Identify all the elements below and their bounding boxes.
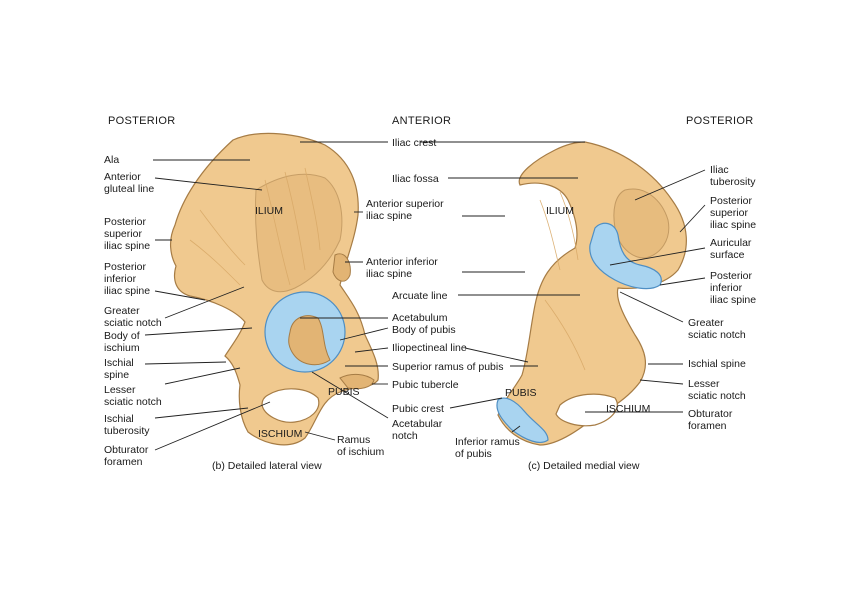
leader-lines xyxy=(144,141,706,451)
label-superior-ramus-of-pubis: Superior ramus of pubis xyxy=(392,361,504,373)
anterior-header: ANTERIOR xyxy=(392,115,452,127)
auricular-surface-cartilage xyxy=(589,222,662,290)
lateral-ischium-label: ISCHIUM xyxy=(258,428,303,440)
label-pubic-tubercle: Pubic tubercle xyxy=(392,379,459,391)
lateral-ilium-label: ILIUM xyxy=(255,205,284,217)
pubic-symphysis-cartilage xyxy=(496,397,549,443)
label-arcuate-line: Arcuate line xyxy=(392,290,448,302)
medial-ischium-label: ISCHIUM xyxy=(606,403,651,415)
label-body-of-pubis: Body of pubis xyxy=(392,324,456,336)
label-acetabulum: Acetabulum xyxy=(392,312,448,324)
label-ischial-spine-medial: Ischial spine xyxy=(688,358,746,370)
label-iliac-fossa: Iliac fossa xyxy=(392,173,439,185)
medial-view-bone xyxy=(496,141,687,446)
label-pubic-crest: Pubic crest xyxy=(392,403,444,415)
label-ala: Ala xyxy=(104,154,120,166)
medial-ilium-label: ILIUM xyxy=(546,205,575,217)
posterior-left-header: POSTERIOR xyxy=(108,115,176,127)
label-iliac-crest: Iliac crest xyxy=(392,137,437,149)
lateral-pubis-label: PUBIS xyxy=(328,386,360,398)
label-iliopectineal-line: Iliopectineal line xyxy=(392,342,467,354)
posterior-right-header: POSTERIOR xyxy=(686,115,754,127)
lateral-view-bone xyxy=(170,132,379,446)
medial-view-caption: (c) Detailed medial view xyxy=(528,460,640,472)
medial-pubis-label: PUBIS xyxy=(505,387,537,399)
lateral-view-caption: (b) Detailed lateral view xyxy=(212,460,322,472)
